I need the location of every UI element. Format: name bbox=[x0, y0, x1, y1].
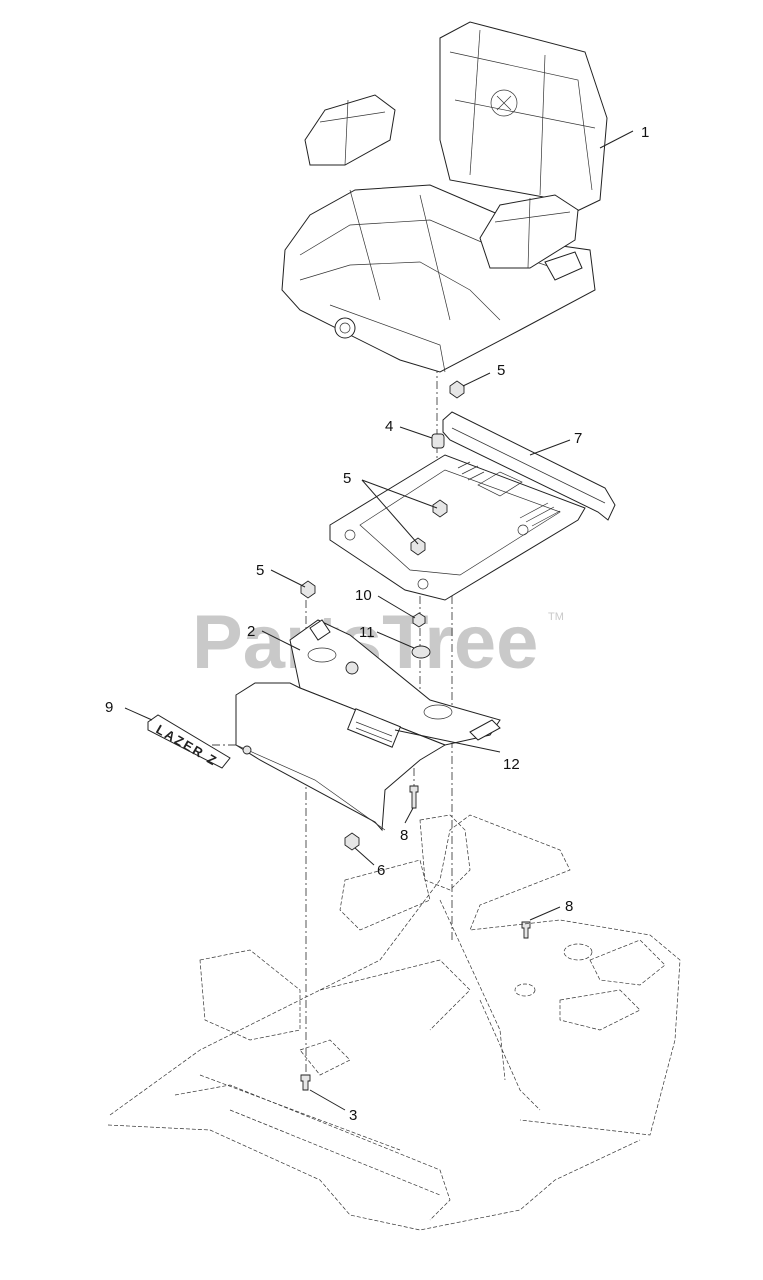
leader-lines bbox=[124, 130, 634, 1111]
lazer-z-decal-text: LAZER Z bbox=[154, 722, 221, 769]
washer bbox=[411, 645, 431, 659]
callout-10: 10 bbox=[355, 587, 372, 604]
bolt-right bbox=[521, 921, 531, 939]
callout-12: 12 bbox=[503, 756, 520, 773]
hardware bbox=[300, 380, 531, 1091]
callout-5-plate: 5 bbox=[343, 470, 351, 487]
seat-mounting-plate bbox=[329, 454, 586, 601]
callout-1: 1 bbox=[641, 124, 649, 141]
bolt-bottom bbox=[300, 1074, 311, 1091]
nut-10 bbox=[412, 612, 426, 628]
seat-slide-rail bbox=[442, 411, 616, 521]
callout-labels: 1 5 4 7 5 5 10 2 11 9 12 8 6 8 3 bbox=[105, 124, 649, 1124]
nut-left bbox=[300, 580, 316, 599]
callout-8-right: 8 bbox=[565, 898, 573, 915]
nut-plate-b bbox=[410, 537, 426, 556]
callout-9: 9 bbox=[105, 699, 113, 716]
nut-plate-a bbox=[432, 499, 448, 518]
callout-5-top: 5 bbox=[497, 362, 505, 379]
lazer-z-decal: LAZER Z bbox=[147, 714, 231, 769]
callout-4: 4 bbox=[385, 418, 393, 435]
seat bbox=[281, 21, 608, 373]
callout-5-left: 5 bbox=[256, 562, 264, 579]
mower-frame bbox=[107, 814, 681, 1231]
callout-11: 11 bbox=[359, 624, 375, 641]
callout-8-upper: 8 bbox=[400, 827, 408, 844]
callout-3: 3 bbox=[349, 1107, 357, 1124]
watermark-trademark: TM bbox=[548, 611, 564, 623]
bolt-upper bbox=[409, 785, 419, 809]
callout-6: 6 bbox=[377, 862, 385, 879]
nut-6 bbox=[344, 832, 360, 851]
callout-2: 2 bbox=[247, 623, 255, 640]
callout-7: 7 bbox=[574, 430, 582, 447]
spacer bbox=[431, 433, 445, 449]
nut-top bbox=[449, 380, 465, 399]
control-cover bbox=[235, 682, 447, 832]
